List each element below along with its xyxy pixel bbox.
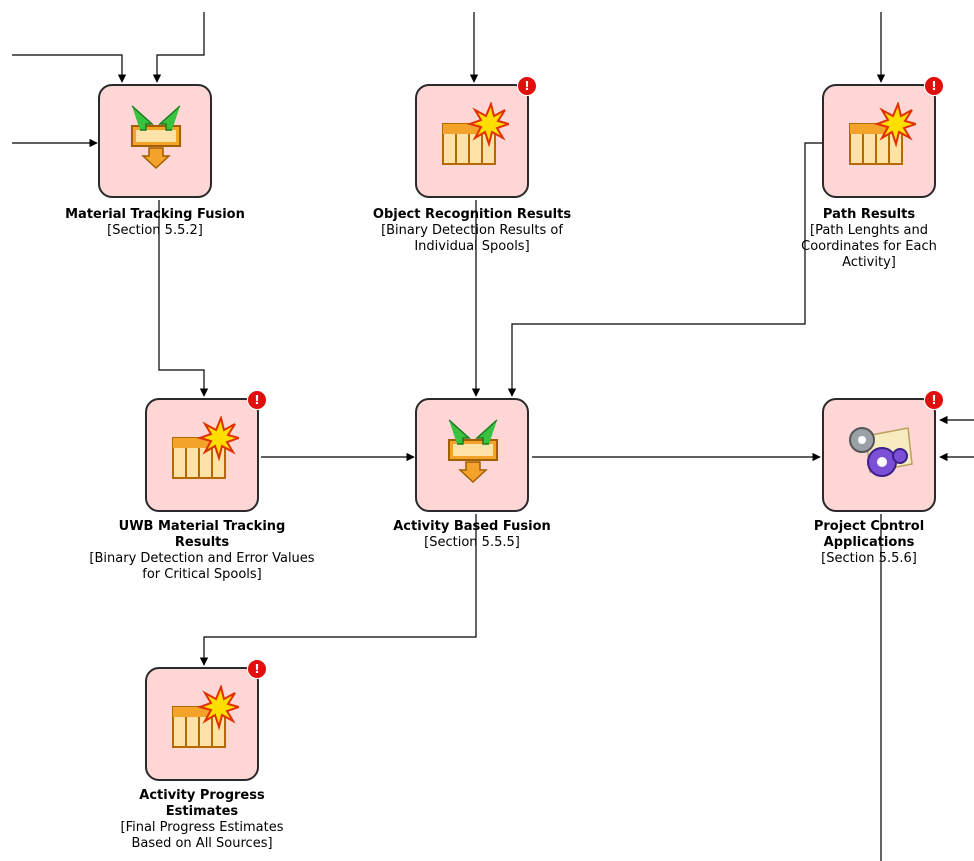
results-table-icon (172, 416, 239, 479)
fusion-icon (131, 105, 181, 170)
node-object-recognition-results[interactable]: ! (415, 76, 537, 198)
node-activity-progress-estimates[interactable]: ! (145, 659, 267, 781)
node-title: Activity Based Fusion (393, 519, 551, 534)
node-subtitle: [Path Lenghts and Coordinates for Each A… (801, 223, 937, 270)
alert-badge-icon: ! (924, 76, 944, 96)
node-caption: Path Results [Path Lenghts and Coordinat… (764, 207, 974, 271)
node-caption: Activity Progress Estimates [Final Progr… (87, 788, 317, 852)
alert-badge-icon: ! (924, 390, 944, 410)
node-title: Path Results (822, 207, 916, 222)
connector (507, 142, 822, 397)
node-subtitle: [Binary Detection and Error Values for C… (89, 551, 315, 582)
node-uwb-material-tracking-results[interactable]: ! (145, 390, 267, 512)
node-caption: Project Control Applications [Section 5.… (764, 519, 974, 567)
results-table-icon (849, 102, 916, 165)
node-title: Project Control Applications (813, 519, 925, 550)
node-title: Activity Progress Estimates (139, 788, 265, 819)
node-title: UWB Material Tracking Results (118, 519, 286, 550)
results-table-icon (172, 685, 239, 748)
connector (199, 514, 477, 666)
alert-badge-icon: ! (247, 390, 267, 410)
connector (158, 200, 209, 397)
node-subtitle: [Binary Detection Results of Individual … (381, 223, 563, 254)
fusion-icon (448, 419, 498, 484)
node-caption: Activity Based Fusion [Section 5.5.5] (357, 519, 587, 551)
results-table-icon (442, 102, 509, 165)
node-caption: Material Tracking Fusion [Section 5.5.2] (40, 207, 270, 239)
alert-badge-icon: ! (517, 76, 537, 96)
node-subtitle: [Section 5.5.5] (424, 535, 520, 550)
node-caption: Object Recognition Results [Binary Detec… (357, 207, 587, 255)
node-activity-based-fusion[interactable] (415, 398, 529, 512)
gears-application-icon (849, 427, 913, 477)
connector (12, 54, 127, 83)
node-project-control-applications[interactable]: ! (822, 390, 944, 512)
node-subtitle: [Section 5.5.6] (821, 551, 917, 566)
node-title: Material Tracking Fusion (65, 207, 245, 222)
connector (152, 12, 205, 83)
node-caption: UWB Material Tracking Results [Binary De… (87, 519, 317, 583)
node-subtitle: [Final Progress Estimates Based on All S… (120, 820, 284, 851)
node-subtitle: [Section 5.5.2] (107, 223, 203, 238)
node-material-tracking-fusion[interactable] (98, 84, 212, 198)
alert-badge-icon: ! (247, 659, 267, 679)
node-title: Object Recognition Results (372, 207, 572, 222)
node-path-results[interactable]: ! (822, 76, 944, 198)
